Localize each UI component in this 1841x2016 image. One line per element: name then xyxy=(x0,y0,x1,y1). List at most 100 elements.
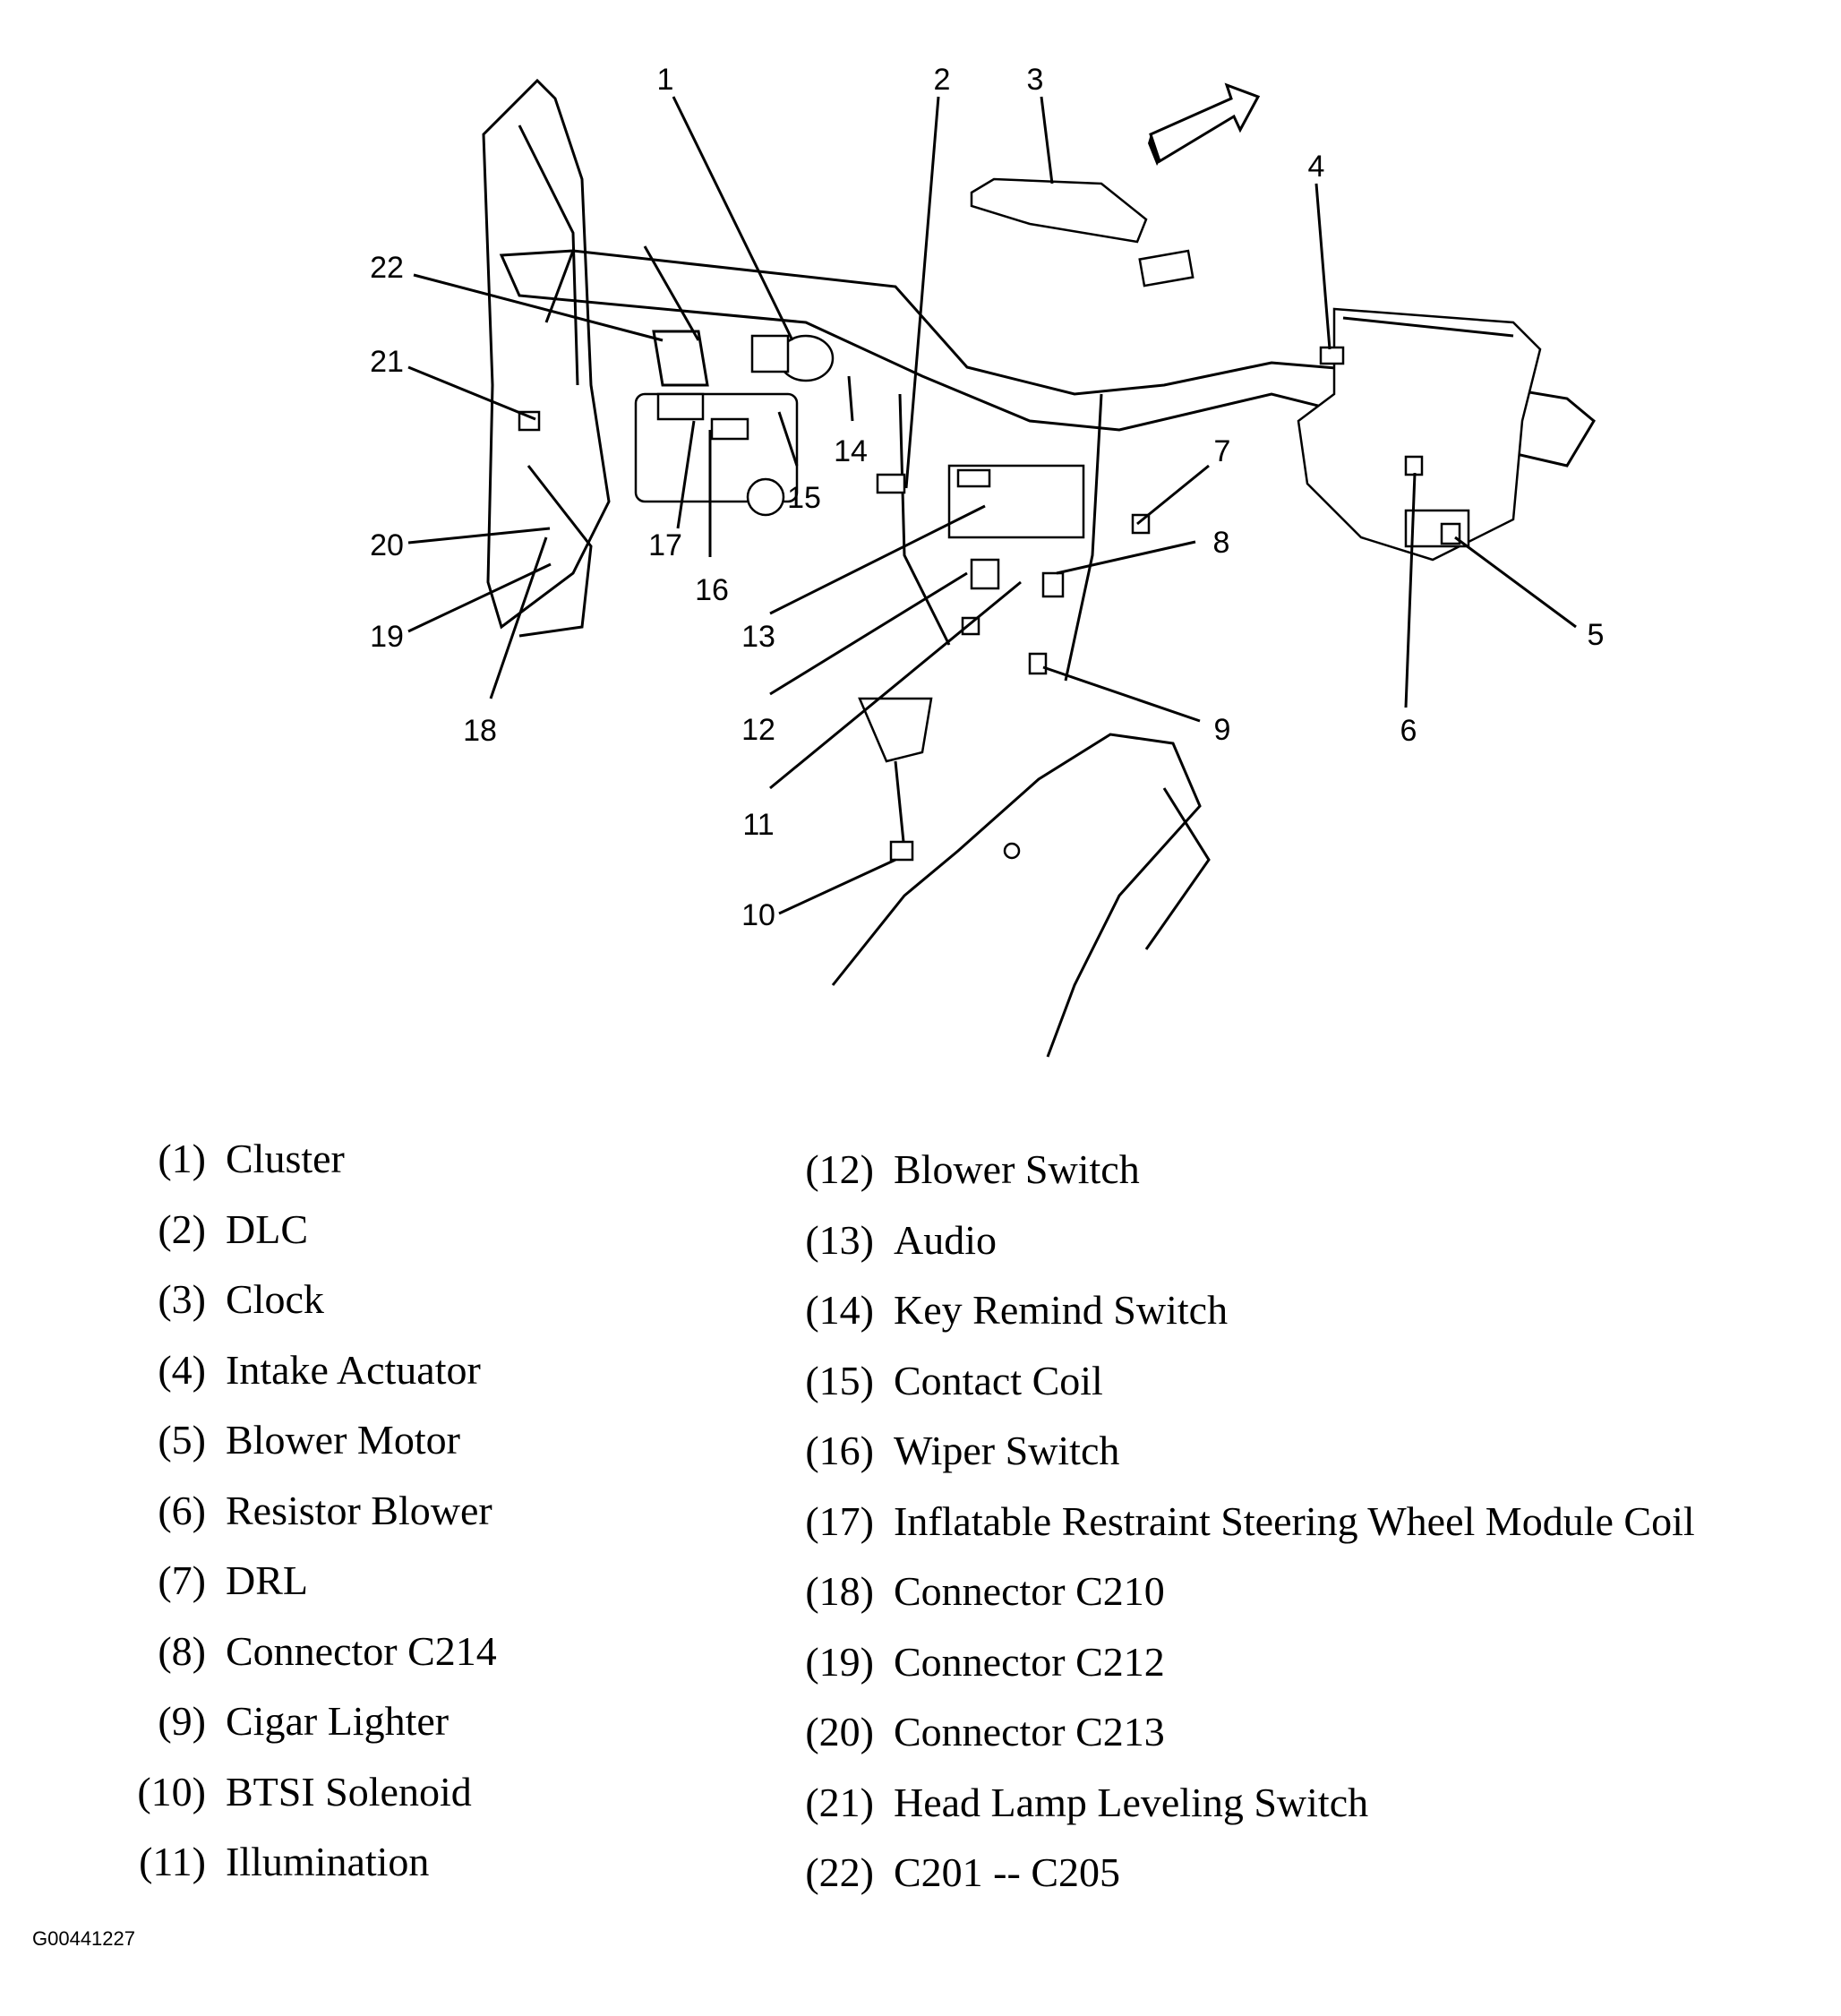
legend-item: (19) Connector C212 xyxy=(797,1627,1695,1698)
callout-9: 9 xyxy=(1214,713,1231,747)
legend-number: (18) xyxy=(805,1568,874,1614)
legend-label: Connector C212 xyxy=(894,1638,1165,1685)
legend-label: Blower Switch xyxy=(894,1146,1140,1192)
legend-item: (3) Clock xyxy=(129,1265,497,1335)
callout-15: 15 xyxy=(787,481,821,515)
legend-number: (16) xyxy=(805,1428,874,1473)
legend-left-column: (1) Cluster (2) DLC (3) Clock (4) Intake Act… xyxy=(129,1124,497,1898)
legend-number: (14) xyxy=(805,1287,874,1333)
legend-right-column: (12) Blower Switch (13) Audio (14) Key Remi… xyxy=(797,1135,1695,1909)
legend-number: (8) xyxy=(158,1627,206,1674)
steering-column xyxy=(634,330,835,517)
legend-label: Connector C214 xyxy=(226,1627,497,1674)
legend-number: (19) xyxy=(805,1638,874,1685)
legend-label: Contact Coil xyxy=(894,1357,1103,1403)
callout-16: 16 xyxy=(695,573,729,607)
legend-label: Cluster xyxy=(226,1136,345,1181)
legend-number: (13) xyxy=(805,1216,874,1263)
legend-item: (4) Intake Actuator xyxy=(129,1335,497,1406)
legend-item: (7) DRL xyxy=(129,1546,497,1617)
callout-2: 2 xyxy=(934,63,951,97)
legend-item: (9) Cigar Lighter xyxy=(129,1686,497,1757)
legend-label: Cigar Lighter xyxy=(226,1698,450,1744)
clock-module xyxy=(970,177,1195,287)
legend-number: (1) xyxy=(158,1136,206,1181)
callout-3: 3 xyxy=(1027,63,1044,97)
legend-number: (7) xyxy=(158,1557,206,1603)
legend-item: (2) DLC xyxy=(129,1195,497,1265)
a-pillar xyxy=(482,78,611,638)
legend-item: (16) Wiper Switch xyxy=(797,1416,1695,1487)
legend-label: Clock xyxy=(226,1276,324,1322)
legend-item: (12) Blower Switch xyxy=(797,1135,1695,1205)
legend-item: (14) Key Remind Switch xyxy=(797,1275,1695,1346)
legend-item: (17) Inflatable Restraint Steering Wheel … xyxy=(797,1487,1695,1557)
figure-id: G00441227 xyxy=(32,1927,135,1950)
callout-22: 22 xyxy=(370,251,404,285)
legend-label: Inflatable Restraint Steering Wheel Modu… xyxy=(894,1497,1695,1544)
callout-1: 1 xyxy=(657,63,674,97)
callout-14: 14 xyxy=(834,434,868,468)
callout-10: 10 xyxy=(741,898,775,932)
legend-label: Connector C210 xyxy=(894,1568,1165,1614)
floor-console xyxy=(831,697,1211,1058)
legend-item: (20) Connector C213 xyxy=(797,1697,1695,1768)
legend-label: DRL xyxy=(226,1557,308,1603)
legend-item: (11) Illumination xyxy=(129,1827,497,1898)
callout-18: 18 xyxy=(463,714,497,748)
legend-label: Connector C213 xyxy=(894,1709,1165,1754)
legend-item: (21) Head Lamp Leveling Switch xyxy=(797,1768,1695,1839)
legend-label: DLC xyxy=(226,1205,308,1252)
legend-number: (21) xyxy=(805,1779,874,1825)
callout-20: 20 xyxy=(370,528,404,562)
legend-number: (4) xyxy=(158,1346,206,1393)
legend-number: (3) xyxy=(158,1276,206,1322)
callout-19: 19 xyxy=(370,620,404,654)
center-stack xyxy=(898,393,1103,682)
callout-5: 5 xyxy=(1588,618,1605,652)
legend-label: Wiper Switch xyxy=(894,1428,1120,1473)
legend-item: (10) BTSI Solenoid xyxy=(129,1757,497,1828)
legend-number: (12) xyxy=(805,1146,874,1192)
legend-label: Audio xyxy=(894,1216,997,1263)
legend-label: Head Lamp Leveling Switch xyxy=(894,1779,1369,1825)
legend-item: (1) Cluster xyxy=(129,1124,497,1195)
callout-7: 7 xyxy=(1214,434,1231,468)
callout-17: 17 xyxy=(648,528,682,562)
legend-number: (22) xyxy=(805,1849,874,1895)
legend-number: (2) xyxy=(158,1205,206,1252)
leader-lines xyxy=(407,96,1577,915)
connectors xyxy=(518,346,1461,862)
callout-8: 8 xyxy=(1213,526,1230,560)
callout-12: 12 xyxy=(741,713,775,747)
instrument-panel-diagram: 1 2 3 4 5 6 7 8 9 10 11 12 13 14 15 16 1… xyxy=(370,63,1604,1058)
legend-number: (20) xyxy=(805,1709,874,1754)
legend-label: Intake Actuator xyxy=(226,1346,481,1393)
legend-label: Resistor Blower xyxy=(226,1487,492,1533)
legend-item: (13) Audio xyxy=(797,1205,1695,1276)
callout-13: 13 xyxy=(741,620,775,654)
legend-number: (5) xyxy=(158,1417,206,1463)
direction-arrow-icon xyxy=(1148,82,1261,166)
hvac-module xyxy=(1297,307,1542,562)
legend-item: (15) Contact Coil xyxy=(797,1346,1695,1417)
legend-label: C201 -- C205 xyxy=(894,1849,1120,1895)
legend-number: (17) xyxy=(805,1497,874,1544)
callout-11: 11 xyxy=(742,808,774,842)
legend-number: (10) xyxy=(137,1768,206,1814)
legend-item: (6) Resistor Blower xyxy=(129,1476,497,1547)
legend-item: (18) Connector C210 xyxy=(797,1557,1695,1627)
legend-label: Illumination xyxy=(226,1839,430,1884)
legend-item: (5)Blower Motor xyxy=(129,1405,497,1476)
callout-4: 4 xyxy=(1308,150,1325,184)
legend-label: BTSI Solenoid xyxy=(226,1768,472,1814)
legend-number: (6) xyxy=(158,1487,206,1533)
legend-item: (22) C201 -- C205 xyxy=(797,1838,1695,1909)
callout-21: 21 xyxy=(370,345,404,379)
legend-number: (15) xyxy=(805,1357,874,1403)
legend-number: (11) xyxy=(139,1839,206,1884)
callout-numbers: 1 2 3 4 5 6 7 8 9 10 11 12 13 14 15 16 1… xyxy=(370,63,1604,932)
legend-number: (9) xyxy=(158,1698,206,1744)
callout-6: 6 xyxy=(1400,714,1417,748)
legend-label: Key Remind Switch xyxy=(894,1287,1229,1333)
